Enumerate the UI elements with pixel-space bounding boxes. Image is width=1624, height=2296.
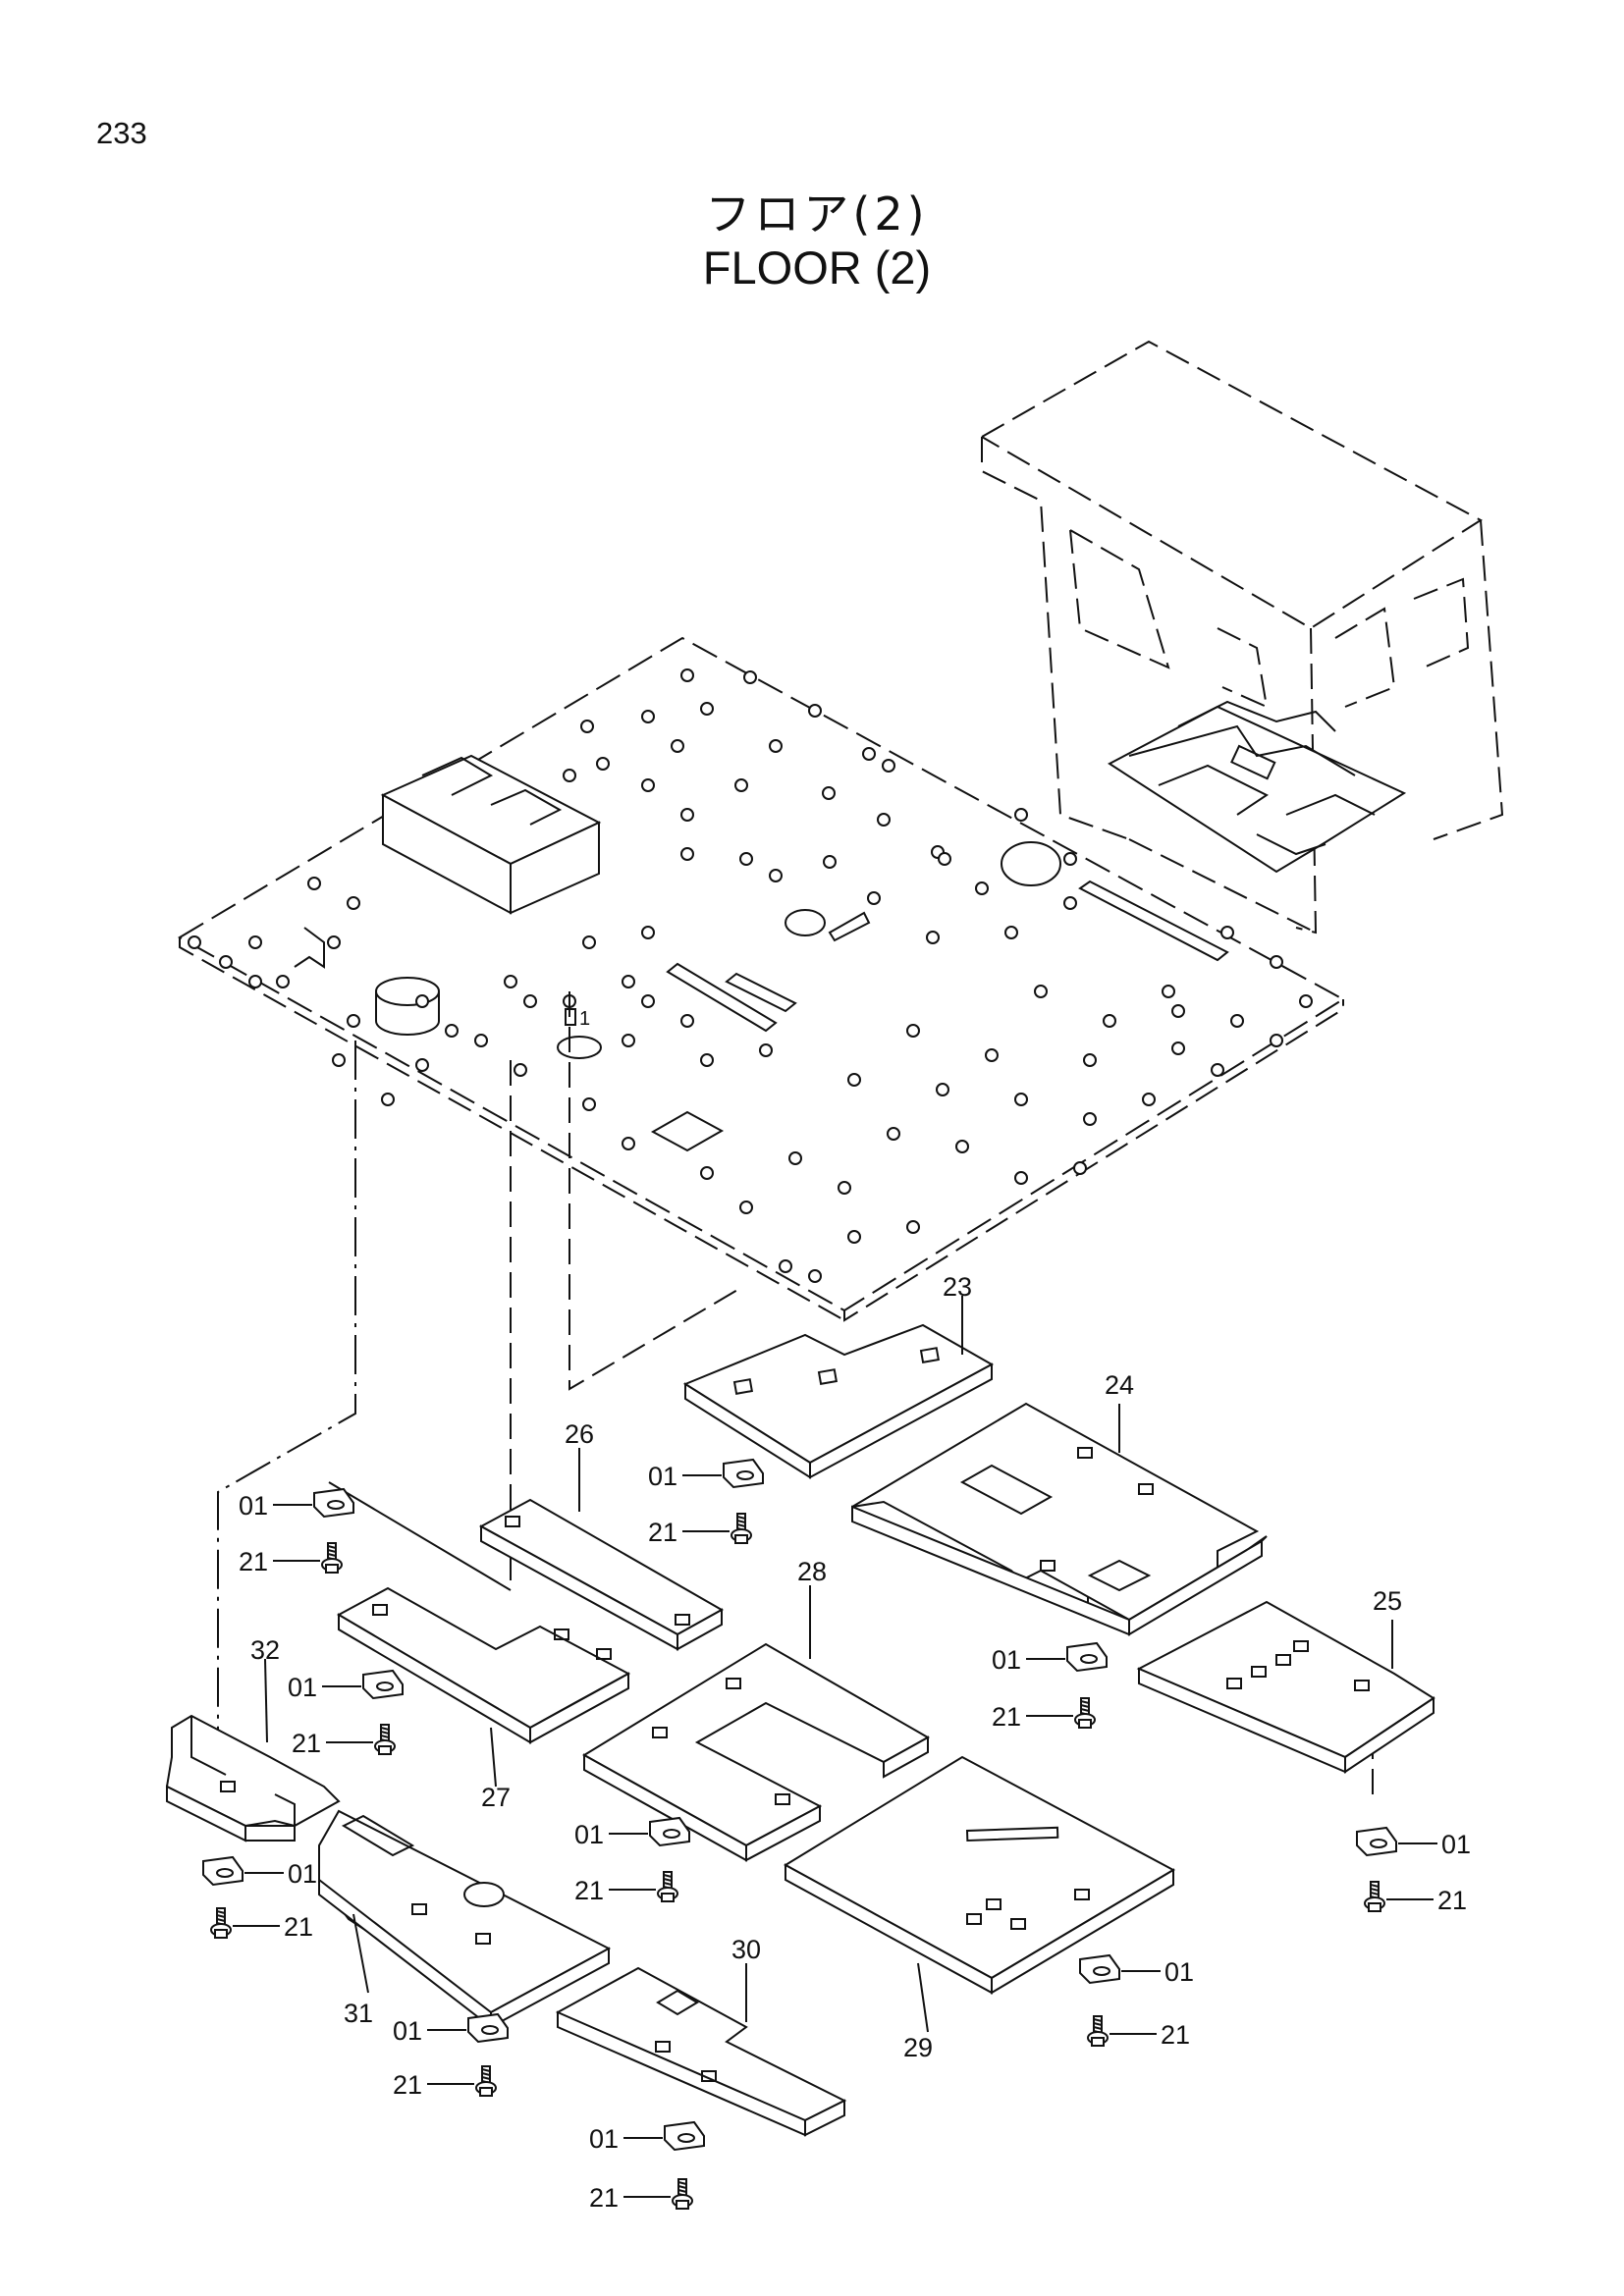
fastener-set: 01 21 (288, 1669, 404, 1758)
floor-plate: 1 (178, 636, 1345, 1322)
rubber-mount (202, 1855, 244, 1887)
rubber-mount (467, 2012, 509, 2044)
rubber-mount (649, 1816, 690, 1847)
fastener-set: 01 21 (589, 2120, 705, 2213)
fastener-set: 01 21 (1079, 1953, 1194, 2050)
callout-21: 21 (1161, 2020, 1190, 2050)
part-26-strip: 26 (478, 1419, 725, 1651)
fastener-set: 01 21 (992, 1641, 1108, 1732)
callout-26: 26 (565, 1419, 594, 1449)
callout-32: 32 (250, 1635, 280, 1665)
cab-outline (981, 340, 1504, 934)
callout-21: 21 (574, 1876, 604, 1905)
part-27-floor-plate: 27 (336, 1586, 631, 1812)
part-23-floor-plate: 23 (682, 1272, 995, 1479)
callout-01: 01 (1164, 1957, 1194, 1987)
callout-01: 01 (288, 1673, 317, 1702)
callout-29: 29 (903, 2033, 933, 2062)
callout-21: 21 (648, 1518, 677, 1547)
floor-marker-label: 1 (579, 1008, 590, 1030)
rubber-mount (313, 1487, 354, 1519)
fastener-set: 01 21 (202, 1855, 317, 1942)
rubber-mount (1079, 1953, 1120, 1985)
rubber-mount (664, 2120, 705, 2152)
part-29-floor-plate: 29 (784, 1755, 1176, 2062)
fastener-set: 01 21 (239, 1487, 354, 1576)
callout-21: 21 (589, 2183, 619, 2213)
part-25-floor-plate: 25 (1136, 1586, 1435, 1774)
bolt (210, 1907, 232, 1939)
rubber-mount (362, 1669, 404, 1700)
callout-24: 24 (1105, 1370, 1134, 1400)
console-box (380, 754, 602, 915)
floor-holes (188, 668, 1313, 1283)
rubber-mount (1356, 1826, 1397, 1857)
part-31-floor-plate: 31 (318, 1809, 612, 2030)
diagram-title-english: FLOOR (2) (702, 241, 932, 294)
callout-21: 21 (292, 1729, 321, 1758)
callout-01: 01 (393, 2016, 422, 2046)
bolt (374, 1724, 396, 1755)
callout-25: 25 (1373, 1586, 1402, 1616)
bolt (1364, 1881, 1385, 1912)
callout-21: 21 (239, 1547, 268, 1576)
callout-21: 21 (1437, 1886, 1467, 1915)
callout-01: 01 (992, 1645, 1021, 1675)
callout-21: 21 (992, 1702, 1021, 1732)
bolt (657, 1871, 678, 1902)
part-32-bracket: 32 (165, 1635, 341, 1842)
bolt (1087, 2015, 1109, 2047)
callout-01: 01 (574, 1820, 604, 1849)
fastener-set: 01 21 (574, 1816, 690, 1905)
cab-floor-mini (1108, 700, 1407, 874)
fastener-set: 01 21 (648, 1458, 764, 1547)
bolt (475, 2065, 497, 2097)
callout-21: 21 (284, 1912, 313, 1942)
fastener-group: 01 21 01 21 01 21 01 21 01 21 01 21 01 21 01 21 01 21 01 21 (202, 1458, 1471, 2213)
callout-23: 23 (943, 1272, 972, 1302)
callout-30: 30 (731, 1935, 761, 1964)
part-24-floor-plate: 24 (851, 1370, 1268, 1636)
callout-31: 31 (344, 1999, 373, 2028)
callout-01: 01 (239, 1491, 268, 1521)
callout-01: 01 (648, 1462, 677, 1491)
bolt (1074, 1697, 1096, 1729)
part-28-frame: 28 (582, 1557, 931, 1862)
rubber-mount (1066, 1641, 1108, 1673)
rubber-mount (723, 1458, 764, 1489)
part-30-floor-plate: 30 (556, 1935, 847, 2137)
bolt (321, 1542, 343, 1574)
callout-01: 01 (1441, 1830, 1471, 1859)
page-number: 233 (96, 116, 147, 150)
callout-01: 01 (288, 1859, 317, 1889)
fastener-set: 01 21 (393, 2012, 509, 2100)
callout-21: 21 (393, 2070, 422, 2100)
diagram-title-japanese: フロア(2) (705, 187, 929, 240)
callout-01: 01 (589, 2124, 619, 2154)
callout-28: 28 (797, 1557, 827, 1586)
callout-27: 27 (481, 1783, 511, 1812)
fastener-set: 01 21 (1356, 1826, 1471, 1915)
bolt (731, 1513, 752, 1544)
bolt (672, 2178, 693, 2210)
